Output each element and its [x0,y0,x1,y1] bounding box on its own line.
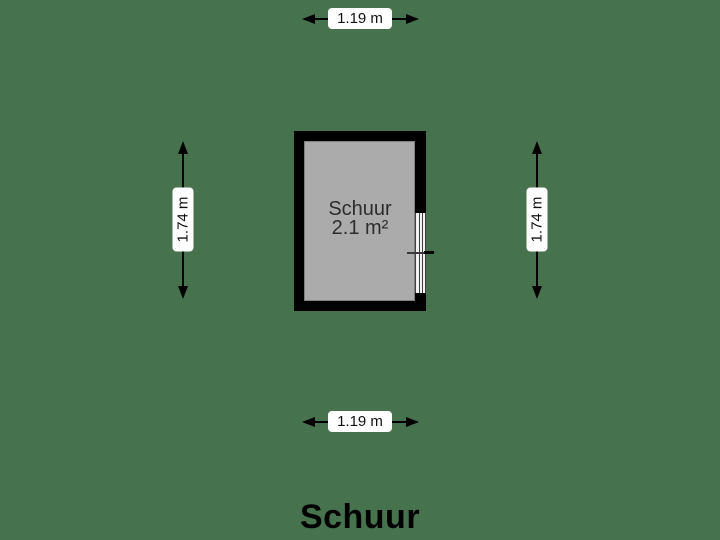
arrowhead-right-icon [406,14,419,24]
window-center-marker [407,252,427,254]
arrowhead-down-icon [178,286,188,299]
arrowhead-up-icon [532,141,542,154]
arrowhead-down-icon [532,286,542,299]
arrowhead-right-icon [406,417,419,427]
room-label: Schuur 2.1 m² [294,198,426,239]
room-walls: Schuur 2.1 m² [294,131,434,311]
arrowhead-left-icon [302,14,315,24]
room-area-label: 2.1 m² [331,217,389,239]
dimension-label-right: 1.74 m [526,187,548,252]
arrowhead-left-icon [302,417,315,427]
window-center-marker [424,251,434,254]
plan-title: Schuur [299,498,421,536]
room-name-label: Schuur [328,198,392,220]
dimension-label-top: 1.19 m [328,8,392,29]
dimension-label-left: 1.74 m [172,187,194,252]
room-floor [304,141,415,301]
dimension-label-bottom: 1.19 m [328,411,392,432]
arrowhead-up-icon [178,141,188,154]
